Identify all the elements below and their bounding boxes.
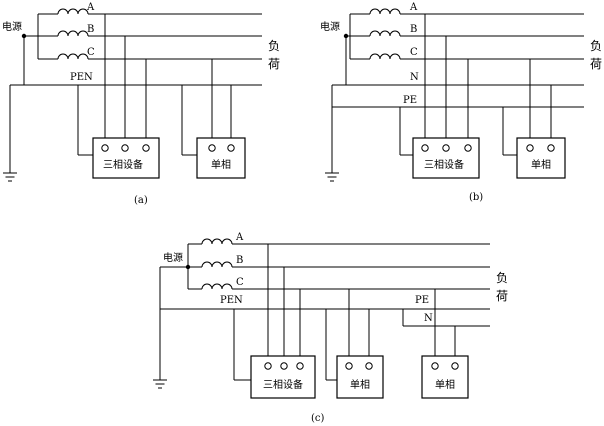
- coil-c: [369, 53, 401, 60]
- three-phase-equipment-box: [92, 137, 160, 179]
- coil-a: [201, 238, 233, 245]
- source-label: 电源: [163, 251, 183, 264]
- caption-c: (c): [311, 413, 325, 424]
- load-label-2: 荷: [268, 57, 280, 71]
- phase-label-b: B: [87, 24, 94, 35]
- load-label-1: 负: [590, 39, 602, 53]
- single-phase-box: [196, 137, 246, 179]
- single-phase-box: [516, 137, 566, 179]
- single-phase-label-1: 单相: [350, 378, 370, 391]
- phase-label-b: B: [410, 24, 417, 35]
- coil-b: [369, 30, 401, 37]
- load-label-1: 负: [268, 39, 280, 53]
- phase-label-a: A: [235, 232, 244, 243]
- phase-label-a: A: [409, 2, 418, 13]
- single-phase-box-2: [421, 355, 469, 399]
- phase-label-c: C: [236, 277, 244, 288]
- single-phase-label: 单相: [211, 158, 231, 171]
- diagram-a: 电源 A B C PEN 负 荷 三相设备 单相 (a): [2, 2, 280, 206]
- diagram-c: 电源 A B C PEN PE N 负 荷 三相设备 单相 单相 (c): [153, 232, 508, 424]
- load-label-1: 负: [496, 271, 508, 285]
- phase-label-b: B: [236, 255, 243, 266]
- diagram-b: 电源 A B C N PE 负 荷 三相设备 单相 (b): [320, 2, 602, 203]
- three-phase-equipment-label: 三相设备: [263, 378, 303, 391]
- n-label: N: [410, 72, 419, 83]
- load-label-2: 荷: [590, 57, 602, 71]
- coil-a: [57, 8, 89, 15]
- coil-c: [57, 53, 89, 60]
- caption-b: (b): [469, 192, 483, 203]
- coil-b: [201, 261, 233, 268]
- single-phase-label: 单相: [531, 158, 551, 171]
- coil-c: [201, 283, 233, 290]
- pe-label: PE: [403, 95, 417, 106]
- phase-label-c: C: [410, 47, 418, 58]
- source-label: 电源: [2, 20, 22, 33]
- pe-label: PE: [415, 295, 429, 306]
- phase-label-c: C: [87, 47, 95, 58]
- coil-b: [57, 30, 89, 37]
- pen-label: PEN: [70, 72, 93, 83]
- n-label: N: [424, 313, 433, 324]
- single-phase-label-2: 单相: [435, 378, 455, 391]
- coil-a: [369, 8, 401, 15]
- three-phase-equipment-box: [250, 355, 316, 399]
- three-phase-equipment-label: 三相设备: [424, 158, 464, 171]
- caption-a: (a): [134, 195, 148, 206]
- single-phase-box-1: [336, 355, 384, 399]
- load-label-2: 荷: [496, 289, 508, 303]
- pen-label: PEN: [220, 295, 243, 306]
- three-phase-equipment-label: 三相设备: [103, 158, 143, 171]
- phase-label-a: A: [86, 2, 95, 13]
- three-phase-equipment-box: [412, 137, 480, 179]
- source-label: 电源: [320, 20, 340, 33]
